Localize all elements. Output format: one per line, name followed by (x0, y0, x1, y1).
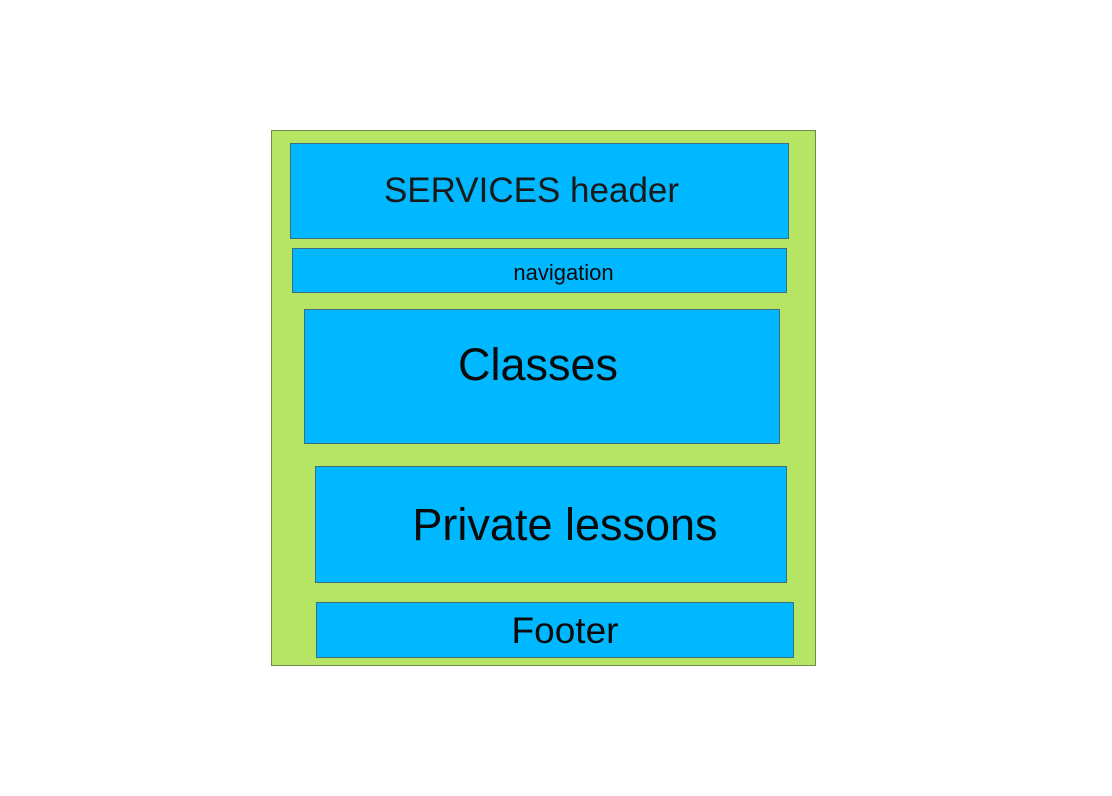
services-header-block: SERVICES header (290, 143, 789, 239)
footer-label: Footer (511, 609, 619, 651)
classes-block: Classes (304, 309, 780, 444)
services-header-label: SERVICES header (383, 170, 680, 210)
footer-block: Footer (316, 602, 794, 658)
classes-label: Classes (457, 339, 619, 390)
navigation-label: navigation (513, 259, 614, 285)
navigation-block: navigation (292, 248, 787, 293)
private-lessons-block: Private lessons (315, 466, 787, 583)
private-lessons-label: Private lessons (412, 499, 718, 550)
